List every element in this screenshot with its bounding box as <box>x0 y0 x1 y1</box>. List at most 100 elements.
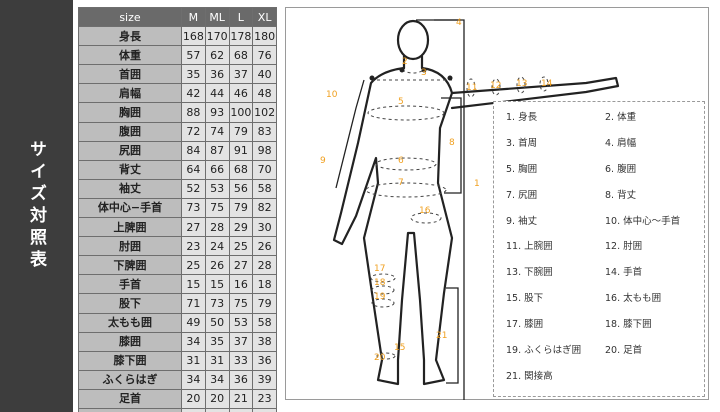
legend-item: 3. 首周 <box>506 137 538 149</box>
table-cell: 53 <box>204 178 230 199</box>
table-cell: 73 <box>204 293 230 314</box>
row-label: 袖丈 <box>78 178 182 199</box>
marker-4: 4 <box>456 18 462 28</box>
row-label: 肩幅 <box>78 83 182 104</box>
table-cell: 53 <box>228 312 254 333</box>
wrist-line <box>539 76 549 92</box>
table-cell: 35 <box>181 64 206 85</box>
row-label: 関節高 <box>78 407 182 412</box>
marker-15: 15 <box>394 343 405 353</box>
table-cell: 79 <box>228 121 254 142</box>
row-label: 腹囲 <box>78 121 182 142</box>
table-cell: 29 <box>228 217 254 238</box>
table-cell: 30 <box>252 217 277 238</box>
row-label: 太もも囲 <box>78 312 182 333</box>
chest-line <box>367 105 445 121</box>
table-cell: 42 <box>252 407 277 412</box>
table-header-cell: ML <box>204 6 230 28</box>
table-cell: 15 <box>204 274 230 295</box>
elbow-line <box>491 78 501 96</box>
table-cell: 23 <box>252 388 277 409</box>
table-cell: 87 <box>204 140 230 161</box>
legend-item: 11. 上腕囲 <box>506 241 553 253</box>
table-cell: 15 <box>181 274 206 295</box>
table-cell: 23 <box>181 236 206 257</box>
table-cell: 180 <box>252 26 277 47</box>
forearm-line <box>516 76 526 94</box>
figure-head <box>396 19 430 61</box>
table-cell: 27 <box>228 255 254 276</box>
row-label: 尻囲 <box>78 140 182 161</box>
side-title-panel: サイズ対照表 <box>0 0 73 412</box>
table-cell: 31 <box>204 350 230 371</box>
legend-item: 8. 背丈 <box>605 189 637 201</box>
legend-item: 14. 手首 <box>605 267 643 279</box>
legend-item: 17. 膝囲 <box>506 319 544 331</box>
row-label: ふくらはぎ <box>78 369 182 390</box>
table-cell: 28 <box>252 255 277 276</box>
table-cell: 84 <box>181 140 206 161</box>
body-figure: 1 2 3 4 5 6 7 8 9 10 11 12 13 14 15 16 1… <box>320 18 620 400</box>
knee-line <box>370 273 396 283</box>
thigh-line <box>410 212 442 224</box>
table-cell: 34 <box>181 369 206 390</box>
marker-12: 12 <box>490 81 501 91</box>
table-cell: 37 <box>228 331 254 352</box>
legend-item: 6. 腹囲 <box>605 163 637 175</box>
table-cell: 100 <box>228 102 254 123</box>
table-cell: 25 <box>228 236 254 257</box>
table-cell: 35 <box>204 331 230 352</box>
table-cell: 25 <box>181 255 206 276</box>
table-row: 関節高39404142 <box>78 407 277 412</box>
table-cell: 36 <box>204 64 230 85</box>
table-cell: 88 <box>181 102 206 123</box>
table-cell: 37 <box>228 64 254 85</box>
row-label: 体重 <box>78 45 182 66</box>
legend-item: 1. 身長 <box>506 112 538 123</box>
table-cell: 46 <box>228 83 254 104</box>
row-label: 肘囲 <box>78 236 182 257</box>
ankle-line <box>376 352 396 360</box>
table-cell: 44 <box>204 83 230 104</box>
table-cell: 16 <box>228 274 254 295</box>
table-cell: 48 <box>252 83 277 104</box>
back-length-bracket <box>441 97 462 194</box>
table-cell: 98 <box>252 140 277 161</box>
table-cell: 76 <box>252 45 277 66</box>
table-cell: 41 <box>228 407 254 412</box>
legend-item: 5. 胸囲 <box>506 163 538 175</box>
inseam-bracket <box>446 287 459 384</box>
marker-13: 13 <box>516 79 527 89</box>
table-cell: 33 <box>228 350 254 371</box>
table-cell: 20 <box>204 388 230 409</box>
table-cell: 75 <box>228 293 254 314</box>
waist-line <box>375 157 437 171</box>
table-cell: 40 <box>204 407 230 412</box>
legend-item: 4. 肩幅 <box>605 137 637 149</box>
table-cell: 24 <box>204 236 230 257</box>
legend-item: 9. 袖丈 <box>506 215 538 227</box>
table-cell: 28 <box>204 217 230 238</box>
legend-item: 18. 膝下囲 <box>605 319 652 331</box>
figure-neck <box>402 54 424 70</box>
table-cell: 40 <box>252 64 277 85</box>
table-cell: 38 <box>252 331 277 352</box>
table-cell: 36 <box>252 350 277 371</box>
marker-10: 10 <box>326 90 338 100</box>
marker-18: 18 <box>374 278 386 288</box>
upper-arm-line <box>466 78 476 98</box>
marker-14: 14 <box>541 79 553 89</box>
table-cell: 72 <box>181 121 206 142</box>
table-header-cell: L <box>228 6 254 28</box>
table-cell: 56 <box>228 178 254 199</box>
